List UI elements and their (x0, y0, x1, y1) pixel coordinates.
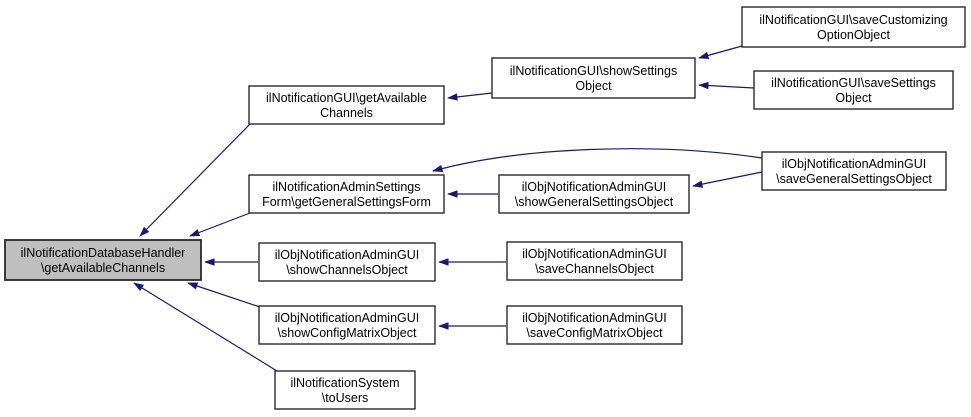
node-label-gui-showSettingsObject-line2: Object (575, 79, 612, 93)
node-label-form-getGeneralSettingsForm-line2: Form\getGeneralSettingsForm (262, 195, 431, 209)
node-admin-saveConfigMatrixObject[interactable]: ilObjNotificationAdminGUI\saveConfigMatr… (506, 305, 683, 345)
node-admin-showGeneralSettingsObject[interactable]: ilObjNotificationAdminGUI\showGeneralSet… (498, 174, 690, 214)
node-label-admin-showGeneralSettingsObject-line2: \showGeneralSettingsObject (515, 195, 674, 209)
edge-system-toUsers--calls--db-getAvailableChannels (133, 282, 278, 372)
node-label-gui-saveSettingsObject-line1: ilNotificationGUI\saveSettings (771, 76, 936, 90)
node-label-form-getGeneralSettingsForm-line1: ilNotificationAdminSettings (273, 180, 421, 194)
node-box-system-toUsers[interactable] (274, 370, 416, 410)
node-box-db-getAvailableChannels (4, 239, 202, 281)
node-label-admin-showChannelsObject-line2: \showChannelsObject (286, 263, 408, 277)
edge-admin-showConfigMatrixObject--calls--db-getAvailableChannels (187, 282, 261, 308)
node-box-admin-showChannelsObject[interactable] (258, 242, 436, 282)
node-box-admin-saveGeneralSettingsObject[interactable] (761, 151, 947, 191)
node-box-gui-saveCustomizingOptionObject[interactable] (741, 6, 966, 48)
node-gui-saveCustomizingOptionObject[interactable]: ilNotificationGUI\saveCustomizingOptionO… (741, 6, 966, 48)
node-label-gui-saveCustomizingOptionObject-line1: ilNotificationGUI\saveCustomizing (759, 13, 947, 27)
node-box-form-getGeneralSettingsForm[interactable] (248, 174, 445, 214)
node-label-system-toUsers-line2: \toUsers (322, 391, 369, 405)
node-label-admin-saveConfigMatrixObject-line2: \saveConfigMatrixObject (526, 326, 663, 340)
node-box-admin-showGeneralSettingsObject[interactable] (498, 174, 690, 214)
node-box-admin-saveConfigMatrixObject[interactable] (506, 305, 683, 345)
edge-form-getGeneralSettingsForm--calls--db-getAvailableChannels (189, 212, 251, 237)
node-label-admin-saveChannelsObject-line1: ilObjNotificationAdminGUI (522, 247, 667, 261)
node-label-gui-getAvailableChannels-line1: ilNotificationGUI\getAvailable (266, 91, 427, 105)
node-label-admin-saveGeneralSettingsObject-line1: ilObjNotificationAdminGUI (782, 157, 927, 171)
node-admin-showChannelsObject[interactable]: ilObjNotificationAdminGUI\showChannelsOb… (258, 242, 436, 282)
node-label-admin-saveChannelsObject-line2: \saveChannelsObject (535, 262, 654, 276)
node-label-admin-saveGeneralSettingsObject-line2: \saveGeneralSettingsObject (776, 172, 932, 186)
node-label-gui-saveCustomizingOptionObject-line2: OptionObject (817, 28, 890, 42)
edge-gui-saveCustomizingOptionObject--calls--gui-showSettingsObject (698, 45, 743, 60)
node-label-gui-saveSettingsObject-line2: Object (835, 91, 872, 105)
node-box-gui-getAvailableChannels[interactable] (248, 85, 445, 125)
node-admin-saveGeneralSettingsObject[interactable]: ilObjNotificationAdminGUI\saveGeneralSet… (761, 151, 947, 191)
node-label-admin-showConfigMatrixObject-line2: \showConfigMatrixObject (278, 326, 417, 340)
node-label-admin-saveConfigMatrixObject-line1: ilObjNotificationAdminGUI (522, 311, 667, 325)
node-label-system-toUsers-line1: ilNotificationSystem (290, 376, 399, 390)
node-box-admin-saveChannelsObject[interactable] (506, 241, 683, 281)
node-box-admin-showConfigMatrixObject[interactable] (258, 305, 436, 345)
node-label-db-getAvailableChannels-line1: ilNotificationDatabaseHandler (21, 246, 186, 260)
node-label-db-getAvailableChannels-line2: \getAvailableChannels (41, 261, 165, 275)
node-system-toUsers[interactable]: ilNotificationSystem\toUsers (274, 370, 416, 410)
node-form-getGeneralSettingsForm[interactable]: ilNotificationAdminSettingsForm\getGener… (248, 174, 445, 214)
edge-gui-getAvailableChannels--calls--db-getAvailableChannels (139, 122, 252, 237)
node-label-admin-showGeneralSettingsObject-line1: ilObjNotificationAdminGUI (522, 180, 667, 194)
node-box-gui-saveSettingsObject[interactable] (753, 70, 954, 110)
node-admin-saveChannelsObject[interactable]: ilObjNotificationAdminGUI\saveChannelsOb… (506, 241, 683, 281)
node-gui-getAvailableChannels[interactable]: ilNotificationGUI\getAvailableChannels (248, 85, 445, 125)
edge-admin-saveGeneralSettingsObject--calls--form-getGeneralSettingsForm (432, 148, 763, 173)
node-box-gui-showSettingsObject[interactable] (491, 57, 696, 99)
node-db-getAvailableChannels: ilNotificationDatabaseHandler\getAvailab… (4, 239, 202, 281)
edge-admin-saveGeneralSettingsObject--calls--admin-showGeneralSettingsObject (692, 171, 763, 188)
node-label-admin-showConfigMatrixObject-line1: ilObjNotificationAdminGUI (275, 311, 420, 325)
edge-gui-showSettingsObject--calls--gui-getAvailableChannels (447, 92, 493, 101)
node-label-gui-getAvailableChannels-line2: Channels (320, 106, 373, 120)
edge-gui-saveSettingsObject--calls--gui-showSettingsObject (698, 81, 755, 90)
node-label-admin-showChannelsObject-line1: ilObjNotificationAdminGUI (275, 248, 420, 262)
node-label-gui-showSettingsObject-line1: ilNotificationGUI\showSettings (510, 64, 677, 78)
node-admin-showConfigMatrixObject[interactable]: ilObjNotificationAdminGUI\showConfigMatr… (258, 305, 436, 345)
